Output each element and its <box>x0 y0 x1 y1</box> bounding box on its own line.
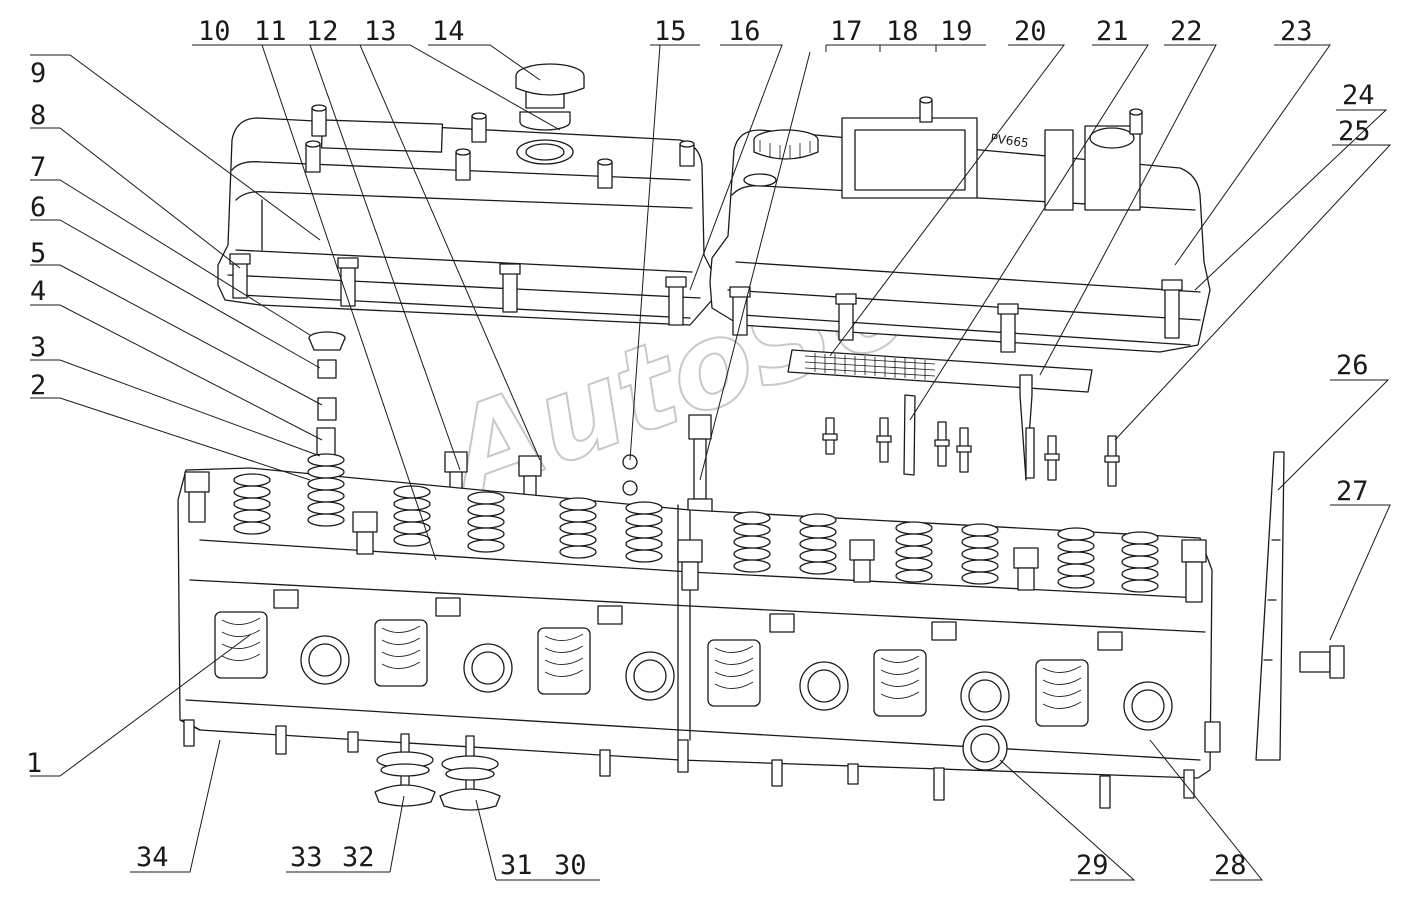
callout-10: 10 <box>198 16 231 47</box>
callout-labels: 1 2 3 4 5 6 7 8 9 10 11 12 13 14 15 16 1… <box>26 16 1375 881</box>
callout-27: 27 <box>1336 476 1369 507</box>
bottom-dowels <box>183 719 1195 809</box>
end-plate <box>1255 451 1285 761</box>
callout-2: 2 <box>30 370 46 401</box>
callout-13: 13 <box>364 16 397 47</box>
callout-29: 29 <box>1076 850 1109 881</box>
cylinder-head <box>177 453 1221 809</box>
leader-lines <box>30 44 1392 881</box>
callout-8: 8 <box>30 100 46 131</box>
callout-14: 14 <box>432 16 465 47</box>
exhaust-ports <box>214 611 1089 727</box>
callout-9: 9 <box>30 58 46 89</box>
core-plug <box>962 725 1008 771</box>
cover-right-bolts <box>729 279 1183 353</box>
callout-32: 32 <box>342 842 375 873</box>
oil-filler-cap-right <box>743 129 819 187</box>
callout-30: 30 <box>554 850 587 881</box>
callout-33: 33 <box>290 842 323 873</box>
callout-3: 3 <box>30 332 46 363</box>
valve-springs <box>233 453 1159 593</box>
callout-28: 28 <box>1214 850 1247 881</box>
callout-21: 21 <box>1096 16 1129 47</box>
callout-11: 11 <box>254 16 287 47</box>
callout-1: 1 <box>26 748 42 779</box>
callout-24: 24 <box>1342 80 1375 111</box>
callout-17: 17 <box>830 16 863 47</box>
callout-20: 20 <box>1014 16 1047 47</box>
callout-4: 4 <box>30 276 46 307</box>
callout-34: 34 <box>136 842 169 873</box>
callout-6: 6 <box>30 192 46 223</box>
oil-filler-cap-left <box>515 63 585 131</box>
valve-cover-right: PV665 <box>709 96 1211 353</box>
callout-31: 31 <box>500 850 533 881</box>
callout-15: 15 <box>654 16 687 47</box>
callout-5: 5 <box>30 238 46 269</box>
callout-12: 12 <box>306 16 339 47</box>
callout-19: 19 <box>940 16 973 47</box>
callout-16: 16 <box>728 16 761 47</box>
valve-cover-left <box>217 104 715 326</box>
callout-26: 26 <box>1336 350 1369 381</box>
callout-23: 23 <box>1280 16 1313 47</box>
cover-left-bosses <box>305 104 695 189</box>
valves-below <box>374 733 501 811</box>
cover-marking: PV665 <box>990 131 1030 150</box>
flange-bolt <box>1299 645 1345 679</box>
callout-18: 18 <box>886 16 919 47</box>
callout-25: 25 <box>1338 116 1371 147</box>
round-ports <box>300 635 1173 731</box>
valve-part-stack <box>308 331 346 459</box>
callout-22: 22 <box>1170 16 1203 47</box>
cover-left-bolts <box>229 253 687 326</box>
head-bolt-row <box>184 471 1207 651</box>
callout-7: 7 <box>30 152 46 183</box>
small-studs <box>822 417 1120 487</box>
